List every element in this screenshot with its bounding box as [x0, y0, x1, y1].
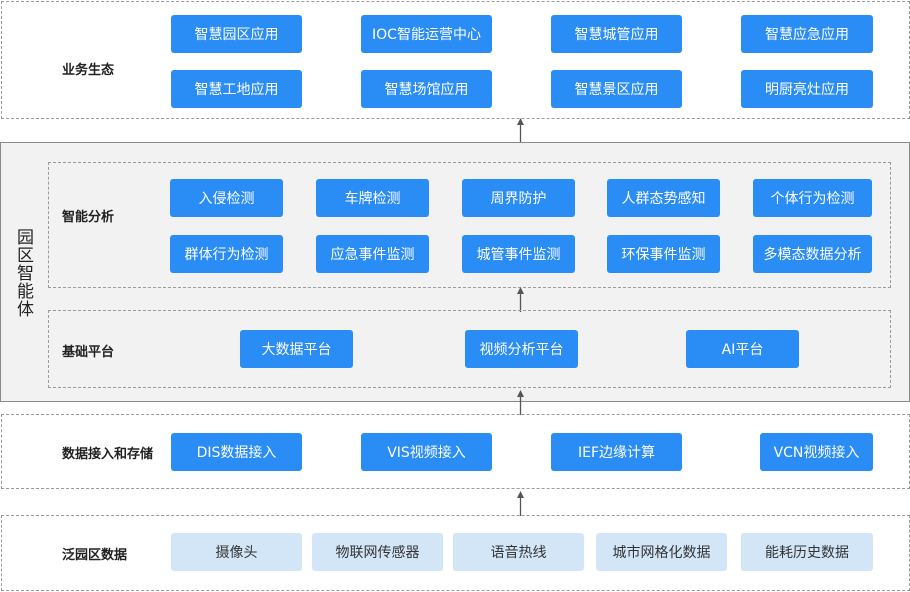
analysis-layer	[48, 162, 891, 288]
ecosystem-item[interactable]: 智慧场馆应用	[361, 70, 492, 108]
analysis-item[interactable]: 人群态势感知	[607, 179, 720, 217]
ecosystem-item[interactable]: IOC智能运营中心	[361, 15, 492, 53]
source-item[interactable]: 语音热线	[453, 533, 584, 571]
access-item[interactable]: VIS视频接入	[361, 433, 492, 471]
analysis-item[interactable]: 城管事件监测	[462, 235, 575, 273]
source-item[interactable]: 摄像头	[171, 533, 302, 571]
source-item[interactable]: 能耗历史数据	[741, 533, 873, 571]
up-arrow-icon	[517, 491, 524, 516]
ecosystem-item[interactable]: 智慧应急应用	[741, 15, 873, 53]
access-item[interactable]: IEF边缘计算	[551, 433, 682, 471]
source-item[interactable]: 物联网传感器	[312, 533, 443, 571]
ecosystem-label: 业务生态	[62, 63, 115, 78]
ecosystem-item[interactable]: 智慧园区应用	[171, 15, 302, 53]
platform-item[interactable]: AI平台	[686, 330, 799, 368]
analysis-item[interactable]: 周界防护	[462, 179, 575, 217]
analysis-label: 智能分析	[62, 210, 115, 225]
platform-layer	[48, 310, 891, 388]
analysis-item[interactable]: 入侵检测	[170, 179, 283, 217]
platform-item[interactable]: 视频分析平台	[465, 330, 578, 368]
ecosystem-item[interactable]: 智慧城管应用	[551, 15, 682, 53]
ecosystem-item[interactable]: 明厨亮灶应用	[741, 70, 873, 108]
platform-label: 基础平台	[62, 345, 115, 360]
analysis-item[interactable]: 车牌检测	[316, 179, 429, 217]
up-arrow-icon	[517, 118, 524, 143]
source-item[interactable]: 城市网格化数据	[596, 533, 727, 571]
platform-item[interactable]: 大数据平台	[240, 330, 353, 368]
up-arrow-icon	[517, 390, 524, 415]
access-label: 数据接入和存储	[62, 447, 154, 462]
source-label: 泛园区数据	[62, 548, 128, 563]
up-arrow-icon	[517, 287, 524, 312]
ecosystem-item[interactable]: 智慧景区应用	[551, 70, 682, 108]
analysis-item[interactable]: 多模态数据分析	[753, 235, 872, 273]
access-item[interactable]: DIS数据接入	[171, 433, 302, 471]
agent-label: 园区智能体	[13, 228, 33, 318]
analysis-item[interactable]: 个体行为检测	[753, 179, 872, 217]
analysis-item[interactable]: 环保事件监测	[607, 235, 720, 273]
analysis-item[interactable]: 群体行为检测	[170, 235, 283, 273]
ecosystem-item[interactable]: 智慧工地应用	[171, 70, 302, 108]
analysis-item[interactable]: 应急事件监测	[316, 235, 429, 273]
access-item[interactable]: VCN视频接入	[760, 433, 873, 471]
